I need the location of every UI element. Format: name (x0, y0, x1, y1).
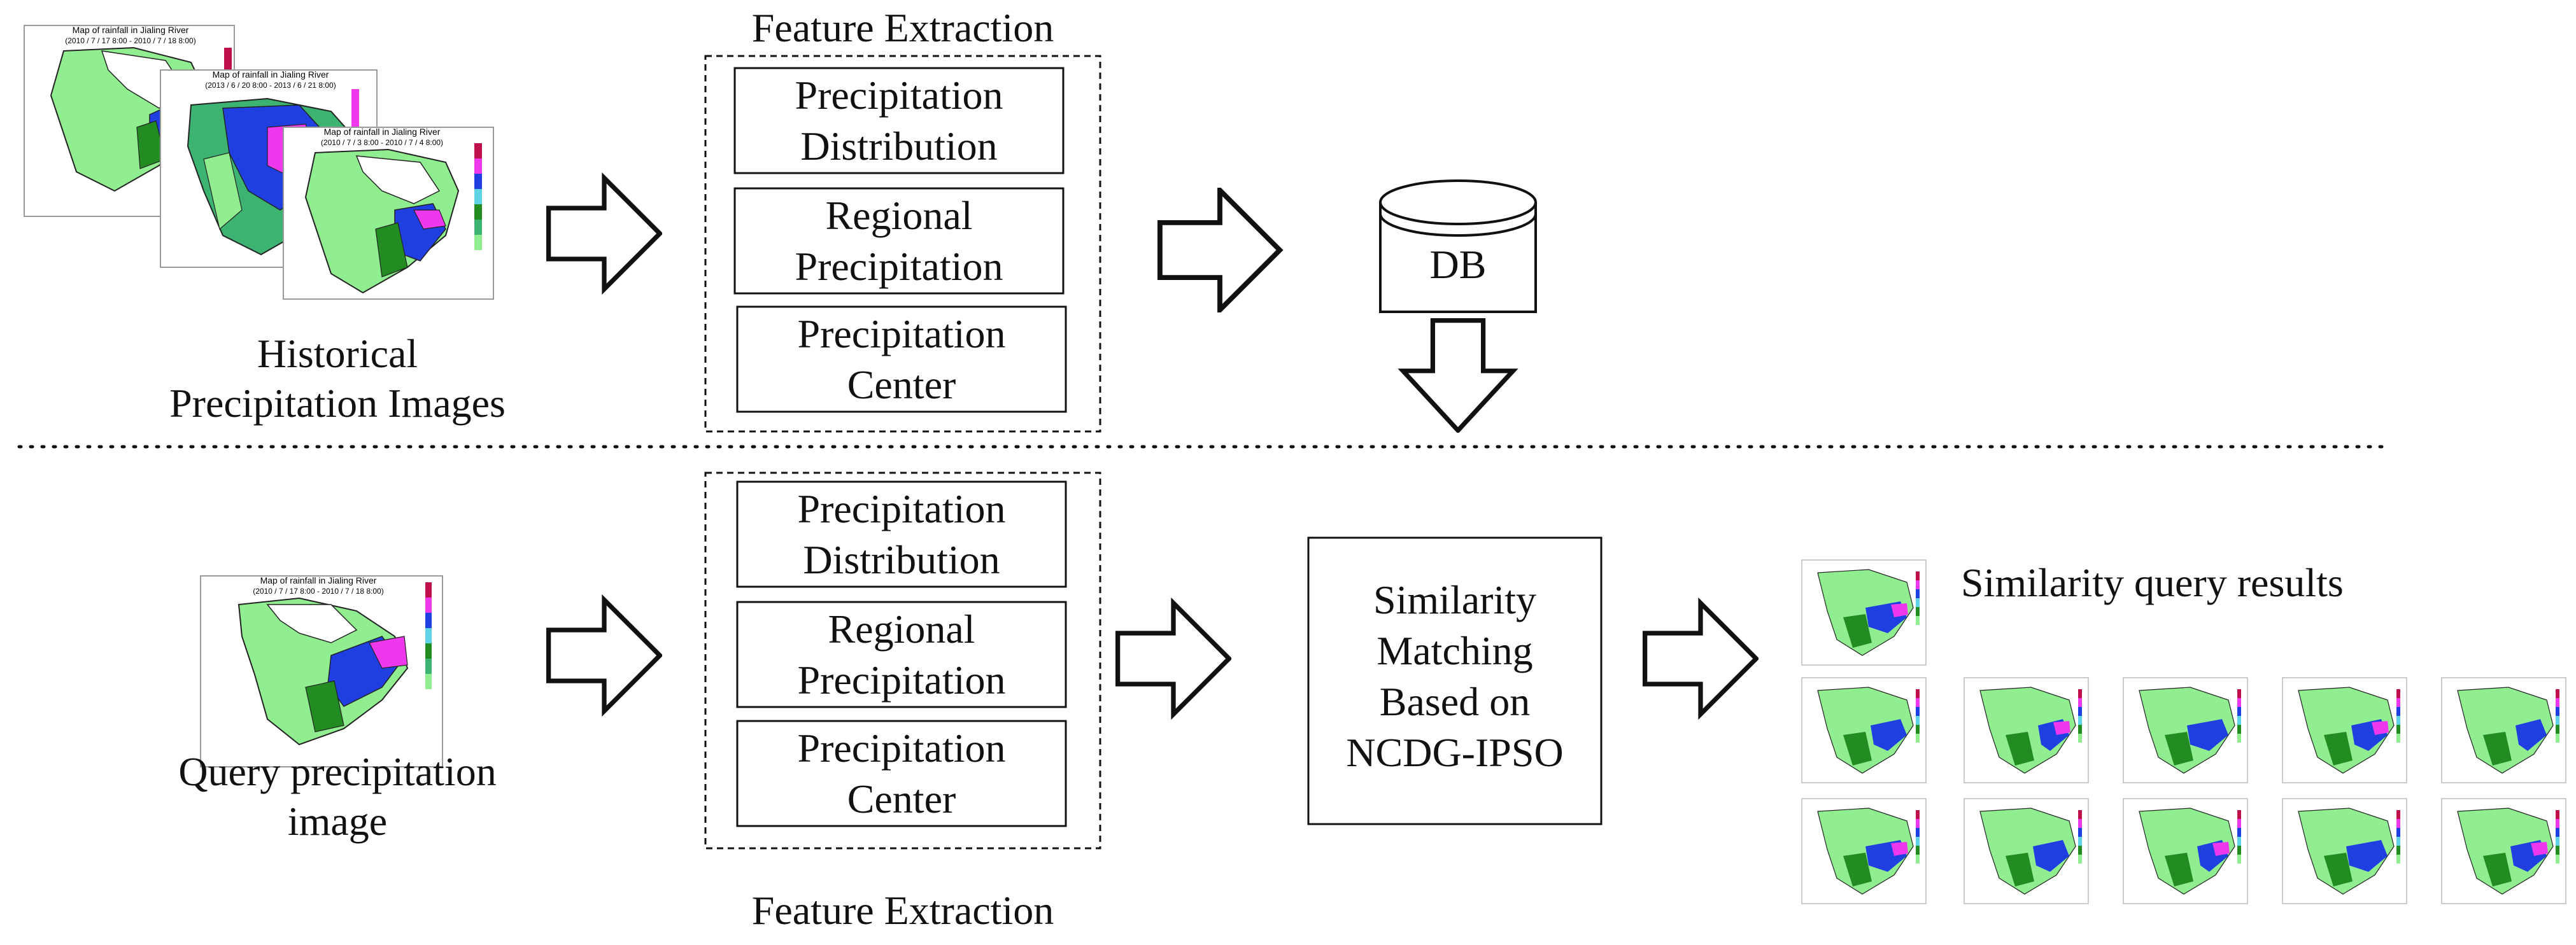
top-feature-box-regional (733, 187, 1065, 295)
bottom-feature-center-line2: Center (847, 776, 956, 822)
top-feature-frame (704, 55, 1101, 433)
arrow-db-down (1403, 321, 1513, 431)
historical-map-3: Map of rainfall in Jialing River (2010 /… (283, 127, 494, 300)
historical-label-line1: Historical (257, 331, 418, 376)
top-feature-extraction-title: Feature Extraction (751, 5, 1054, 50)
matching-line-1: Similarity (1373, 577, 1536, 622)
db-label: DB (1429, 242, 1487, 287)
bottom-feature-distribution-line2: Distribution (803, 537, 1000, 582)
result-thumbnail (1801, 559, 1927, 666)
bottom-feature-regional-line1: Regional (828, 606, 975, 652)
map2-title: Map of rainfall in Jialing River (213, 69, 329, 80)
results-label: Similarity query results (1961, 560, 2344, 605)
matching-line-2: Matching (1376, 628, 1533, 673)
result-thumbnail (2282, 798, 2407, 904)
top-feature-regional-line1: Regional (825, 193, 973, 238)
arrow-history-to-features (549, 178, 660, 290)
database-icon (1379, 179, 1537, 313)
result-thumbnail (2123, 677, 2248, 783)
query-label-line2: image (287, 799, 388, 844)
result-thumbnail (1801, 798, 1927, 904)
bottom-feature-distribution-line1: Precipitation (797, 486, 1006, 531)
matching-line-3: Based on (1379, 679, 1531, 724)
result-thumbnail (1964, 798, 2089, 904)
top-feature-center-line2: Center (847, 362, 956, 407)
result-thumbnail (2441, 798, 2566, 904)
map1-title: Map of rainfall in Jialing River (73, 25, 189, 35)
query-map-title: Map of rainfall in Jialing River (260, 575, 377, 585)
query-label-line1: Query precipitation (178, 749, 497, 794)
map2-date: (2013 / 6 / 20 8:00 - 2013 / 6 / 21 8:00… (205, 81, 336, 90)
historical-label-line2: Precipitation Images (169, 381, 506, 426)
result-thumbnail (1964, 677, 2089, 783)
results-thumbnails (1801, 559, 2566, 904)
bottom-feature-extraction-title: Feature Extraction (751, 888, 1054, 933)
top-feature-regional-line2: Precipitation (795, 244, 1003, 289)
top-feature-distribution-line1: Precipitation (795, 73, 1003, 118)
top-feature-box-center (736, 305, 1067, 413)
arrow-features-to-matching (1118, 603, 1229, 715)
top-feature-distribution-line2: Distribution (800, 123, 998, 169)
bottom-feature-box-distribution (736, 480, 1067, 588)
top-feature-center-line1: Precipitation (797, 311, 1006, 356)
bottom-feature-frame (704, 472, 1101, 850)
bottom-feature-box-center (736, 720, 1067, 827)
query-map: Map of rainfall in Jialing River (2010 /… (200, 575, 443, 767)
matching-box (1307, 536, 1603, 825)
map3-title: Map of rainfall in Jialing River (324, 127, 441, 137)
result-thumbnail (2123, 798, 2248, 904)
result-thumbnail (2282, 677, 2407, 783)
bottom-feature-regional-line2: Precipitation (797, 657, 1006, 703)
bottom-feature-center-line1: Precipitation (797, 725, 1006, 771)
map3-date: (2010 / 7 / 3 8:00 - 2010 / 7 / 4 8:00) (321, 138, 443, 147)
map1-date: (2010 / 7 / 17 8:00 - 2010 / 7 / 18 8:00… (65, 36, 195, 45)
arrow-matching-to-results (1645, 603, 1757, 715)
arrow-features-to-db (1160, 190, 1280, 310)
result-thumbnail (2441, 677, 2566, 783)
historical-map-stack: Map of rainfall in Jialing River (2010 /… (24, 25, 494, 300)
arrow-query-to-features (549, 600, 660, 711)
matching-line-4: NCDG-IPSO (1346, 730, 1564, 775)
result-thumbnail (1801, 677, 1927, 783)
top-feature-box-distribution (733, 67, 1065, 174)
query-map-date: (2010 / 7 / 17 8:00 - 2010 / 7 / 18 8:00… (253, 587, 383, 596)
bottom-feature-box-regional (736, 601, 1067, 708)
